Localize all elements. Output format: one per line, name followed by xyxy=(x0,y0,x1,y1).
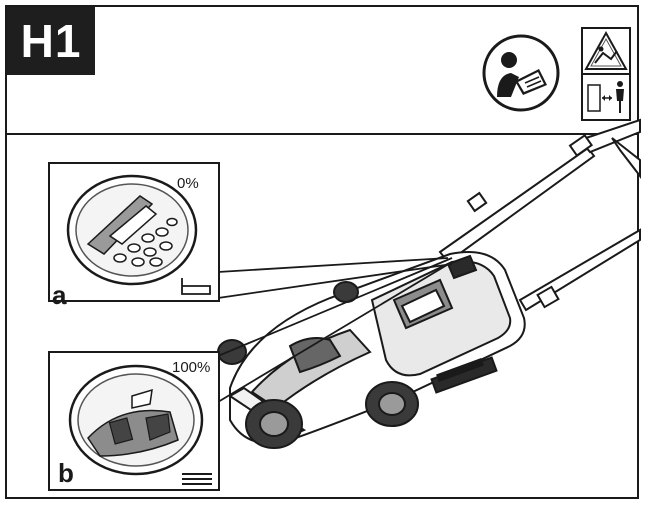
mower-wheels xyxy=(217,281,419,449)
detail-box-a xyxy=(48,162,220,302)
read-manual-icon xyxy=(482,34,560,112)
fill-level-empty-icon xyxy=(181,278,211,295)
panel-header: H1 xyxy=(7,7,637,135)
instruction-panel: H1 xyxy=(5,5,639,499)
detail-label-b: b xyxy=(58,458,74,488)
detail-label-a: a xyxy=(52,280,67,310)
fill-level-text-b: 100% xyxy=(172,359,211,376)
step-badge: H1 xyxy=(7,7,95,75)
mower-handle xyxy=(438,118,641,312)
brand-strip xyxy=(436,358,484,382)
fill-level-full-icon xyxy=(182,473,212,485)
fill-level-text-a: 0% xyxy=(177,175,199,192)
warning-bystander-icon xyxy=(581,27,631,121)
detail-box-b xyxy=(48,351,220,491)
leader-lines xyxy=(217,257,453,403)
